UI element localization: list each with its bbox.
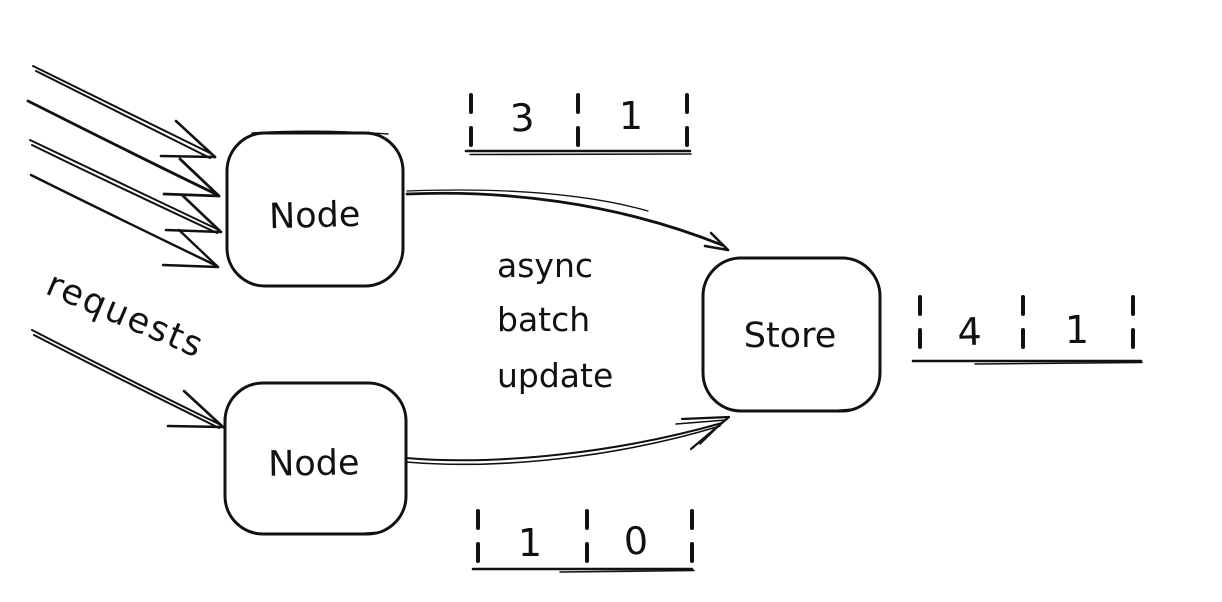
counter-value: 0 xyxy=(622,518,649,564)
node-bottom-label: Node xyxy=(268,443,360,485)
counter-value: 1 xyxy=(619,94,643,138)
node-top-label: Node xyxy=(269,195,361,237)
counter-value: 4 xyxy=(957,310,983,355)
counter-value: 3 xyxy=(509,95,535,140)
request-arrow xyxy=(26,99,221,198)
flow-label-line3: update xyxy=(497,356,613,395)
request-arrow xyxy=(29,173,220,269)
request-arrow-bottom xyxy=(31,329,225,429)
request-arrow xyxy=(29,139,223,234)
flow-label-line1: async xyxy=(497,246,593,285)
counter-store: 4 1 xyxy=(911,295,1143,365)
sketch-overdraw xyxy=(251,531,383,536)
batch-update-arrow-top xyxy=(405,189,730,252)
counter-baseline-echo xyxy=(469,153,692,156)
counter-node-bottom: 1 0 xyxy=(471,509,695,573)
store-box xyxy=(701,256,882,413)
node-top-box xyxy=(225,131,405,288)
node-bottom: Node xyxy=(223,381,408,536)
node-top: Node xyxy=(225,130,405,288)
counter-baseline-echo xyxy=(559,569,695,573)
sketch-overdraw xyxy=(251,130,389,135)
batch-update-arrow-bottom xyxy=(405,415,731,466)
counter-baseline-echo xyxy=(974,361,1143,365)
request-arrows-top xyxy=(26,65,223,269)
sketch-overdraw xyxy=(729,408,857,413)
store-node: Store xyxy=(701,256,882,413)
counter-value: 1 xyxy=(518,521,542,565)
flow-label: async batch update xyxy=(497,246,613,395)
request-arrow xyxy=(32,65,217,159)
counter-node-top: 3 1 xyxy=(464,93,692,156)
store-label: Store xyxy=(744,316,837,356)
counter-value: 1 xyxy=(1065,308,1089,352)
flow-label-line2: batch xyxy=(497,300,590,339)
